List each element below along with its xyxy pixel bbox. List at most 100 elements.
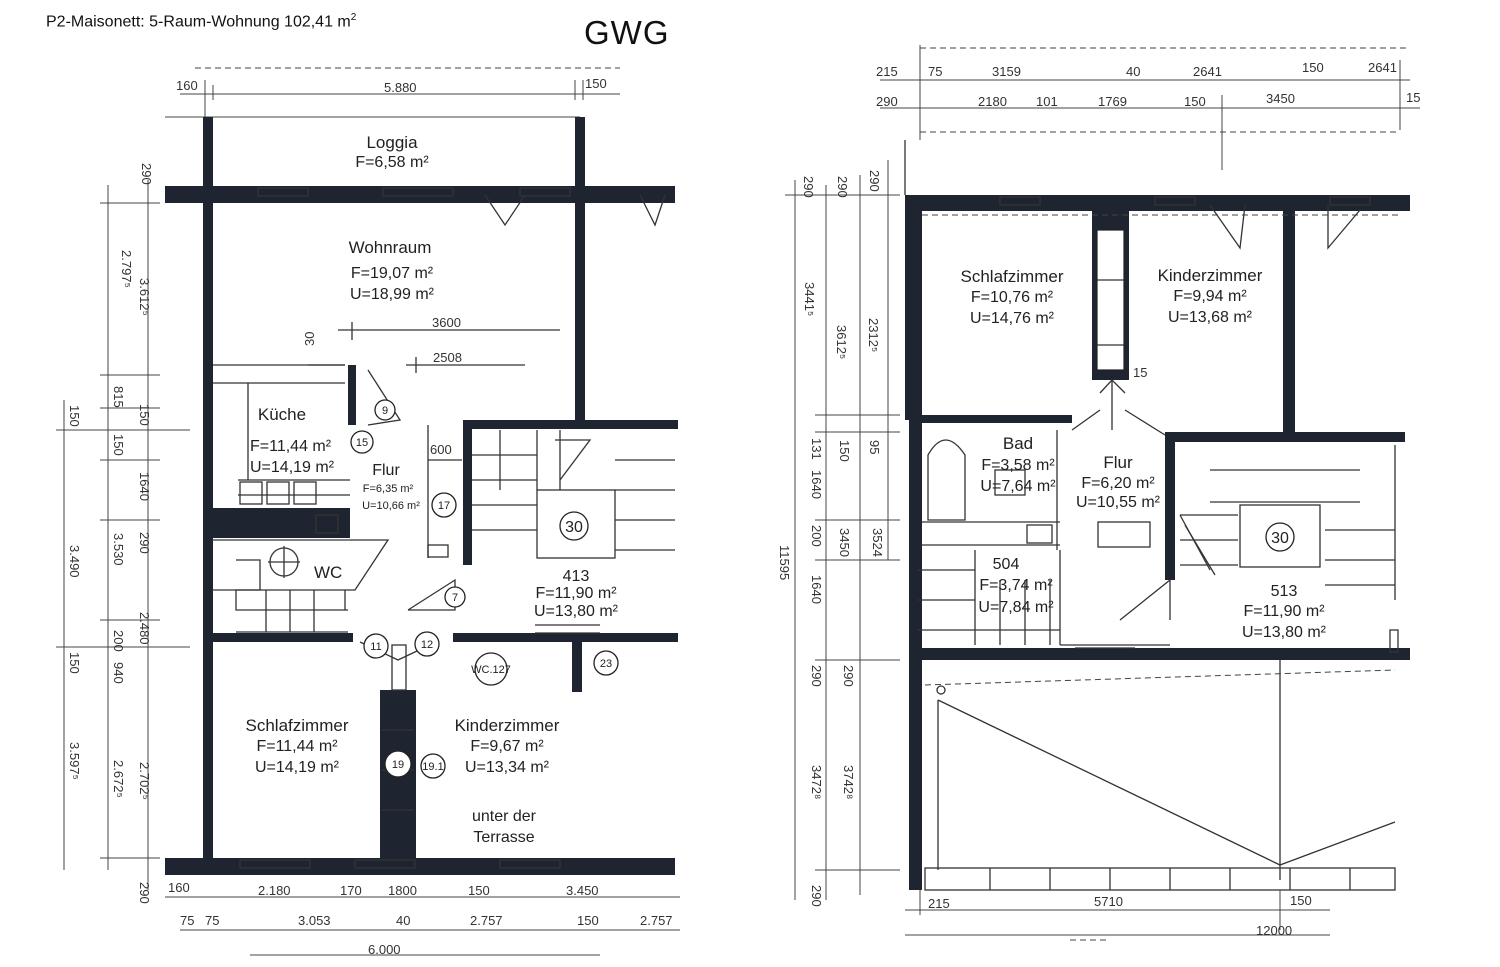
room-kueche-perimeter: U=14,19 m² [250, 459, 335, 476]
dim-text: 290 [809, 885, 824, 907]
dim-text: 2.180 [258, 883, 291, 898]
dim-text: 40 [396, 913, 410, 928]
room-bad-perimeter: U=7,64 m² [980, 478, 1056, 495]
dim-text: 150 [837, 440, 852, 462]
dim-text: 75 [928, 64, 942, 79]
marker-label: 12 [421, 639, 433, 651]
room-flur-perimeter: U=10,66 m² [362, 500, 420, 512]
dim-text: 200 [111, 630, 126, 652]
marker-label: 15 [356, 437, 368, 449]
dim-text: 12000 [1256, 923, 1292, 938]
room-schlafzimmer-2-name: Schlafzimmer [961, 267, 1064, 286]
room-504-area: F=3,74 m² [979, 577, 1053, 594]
dim-text: 3.053 [298, 913, 331, 928]
room-513-number: 513 [1271, 583, 1298, 600]
right-top-dimensions: 215 75 3159 40 2641 150 2641 290 2180 10… [876, 45, 1420, 170]
dim-text: 290 [137, 882, 152, 904]
left-markers: 9 15 17 30 7 11 12 23 19 19.1 WC.127 [350, 399, 619, 779]
dim-text: 2.672⁵ [111, 760, 126, 798]
dim-text: 150 [468, 883, 490, 898]
dim-text: 40 [1126, 64, 1140, 79]
dim-text: 290 [137, 532, 152, 554]
dim-text: 170 [340, 883, 362, 898]
room-bad-area: F=3,58 m² [981, 457, 1055, 474]
dim-text: 2.702⁵ [137, 762, 152, 800]
room-413-perimeter: U=13,80 m² [534, 603, 619, 620]
dim-text: 290 [139, 163, 154, 185]
dim-text: 101 [1036, 94, 1058, 109]
dim-text: 290 [809, 665, 824, 687]
marker-label: 7 [452, 592, 458, 604]
dim-text: 150 [1302, 60, 1324, 75]
dim-text: 3524 [870, 528, 885, 557]
room-flur-2-name: Flur [1103, 453, 1133, 472]
dim-text: 150 [137, 404, 152, 426]
dim-text: 75 [180, 913, 194, 928]
brand-logo: GWG [584, 14, 670, 51]
dim-text: 940 [111, 662, 126, 684]
dim-text: 290 [841, 665, 856, 687]
room-504-perimeter: U=7,84 m² [978, 599, 1054, 616]
dim-text: 5710 [1094, 894, 1123, 909]
dim-text: 3.597⁵ [67, 742, 82, 780]
marker-label: 11 [370, 641, 381, 653]
dim-text: 1769 [1098, 94, 1127, 109]
room-kinderzimmer-2-name: Kinderzimmer [1158, 266, 1263, 285]
dim-text: 290 [835, 176, 850, 198]
right-side-dimensions: 290 290 290 3441⁵ 3612⁵ 2312⁵ 131 150 95… [777, 160, 900, 907]
room-flur-name: Flur [372, 462, 400, 479]
room-413-area: F=11,90 m² [535, 585, 617, 602]
room-loggia-area: F=6,58 m² [355, 154, 429, 171]
marker-label: WC.127 [471, 664, 511, 676]
dim-text: 150 [67, 652, 82, 674]
room-schlafzimmer-name: Schlafzimmer [246, 716, 349, 735]
room-schlafzimmer-perimeter: U=14,19 m² [255, 759, 340, 776]
dim-text: 215 [876, 64, 898, 79]
dim-text: 3441⁵ [802, 282, 817, 316]
dim-text: 3450 [837, 528, 852, 557]
room-kinderzimmer-area: F=9,67 m² [470, 738, 544, 755]
dim-text: 150 [585, 76, 607, 91]
room-flur-2-perimeter: U=10,55 m² [1076, 494, 1161, 511]
dim-text: 1640 [137, 472, 152, 501]
marker-label: 30 [1271, 530, 1289, 547]
dim-text: 3159 [992, 64, 1021, 79]
dim-text: 3.490 [67, 545, 82, 578]
dim-text: 2.757 [470, 913, 503, 928]
marker-label: 19.1 [422, 761, 443, 773]
dim-text: 150 [111, 434, 126, 456]
room-wc-name: WC [314, 563, 342, 582]
page-title: P2-Maisonett: 5-Raum-Wohnung 102,41 m2 [46, 12, 357, 31]
dim-text: 1640 [809, 470, 824, 499]
dim-text: 3472⁸ [809, 765, 824, 799]
room-513-perimeter: U=13,80 m² [1242, 624, 1327, 641]
dim-text: 3742⁸ [841, 765, 856, 799]
marker-label: 9 [382, 405, 388, 417]
right-floor-plan: 215 75 3159 40 2641 150 2641 290 2180 10… [777, 45, 1420, 941]
dim-text: 150 [1290, 893, 1312, 908]
dim-text: 2180 [978, 94, 1007, 109]
room-kueche-name: Küche [258, 405, 306, 424]
dim-text: 1800 [388, 883, 417, 898]
room-wohnraum-area: F=19,07 m² [351, 265, 434, 282]
dim-text: 2641 [1368, 60, 1397, 75]
left-side-dimensions: 2.797⁵ 150 3.490 150 3.597⁵ 290 3.612⁵ 8… [56, 163, 190, 904]
dim-text: 600 [430, 442, 452, 457]
dim-text: 215 [928, 896, 950, 911]
dim-text: 3.612⁵ [137, 278, 152, 316]
dim-text: 815 [111, 386, 126, 408]
right-details [904, 140, 1400, 891]
dim-text: 150 [67, 405, 82, 427]
room-504-number: 504 [993, 556, 1020, 573]
room-kinderzimmer-perimeter: U=13,34 m² [465, 759, 550, 776]
marker-label: 23 [600, 658, 612, 670]
dim-text: 290 [867, 170, 882, 192]
dim-text: 95 [867, 440, 882, 454]
dim-text: 30 [302, 332, 317, 346]
dim-text: 3.450 [566, 883, 599, 898]
room-wohnraum-name: Wohnraum [349, 238, 432, 257]
dim-text: 5.880 [384, 80, 417, 95]
dim-text: 150 [577, 913, 599, 928]
left-floor-plan: 160 5.880 150 [56, 67, 680, 957]
